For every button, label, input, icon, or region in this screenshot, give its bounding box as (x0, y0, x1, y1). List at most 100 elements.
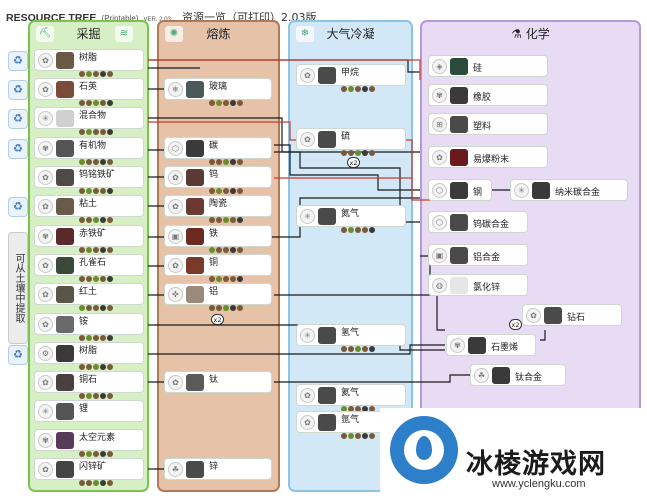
resource-card-rubber[interactable]: ✾ 橡胶 (428, 84, 548, 106)
resource-card-copper-stone[interactable]: ✿ 铜石 (34, 371, 144, 399)
resource-name: 陶瓷 (209, 199, 228, 209)
gear-icon: ⚙ (38, 346, 53, 361)
resource-card-malachite[interactable]: ✿ 孔雀石 (34, 254, 144, 282)
column-header-chemistry: ⚗ 化学 (422, 22, 639, 46)
resource-card-titanium[interactable]: ✿ 钛 (164, 371, 272, 393)
resource-properties (209, 208, 244, 223)
resource-card-wolframite[interactable]: ✿ 钨铭铁矿 (34, 166, 144, 194)
recycle-icon[interactable]: ♻ (8, 51, 28, 71)
resource-card-diamond[interactable]: ✿ 钻石 (522, 304, 622, 326)
resource-card-space-element[interactable]: ✾ 太空元素 (34, 429, 144, 457)
resource-properties (79, 150, 114, 165)
ammonium-icon: ✿ (38, 317, 53, 332)
resource-card-zinc[interactable]: ☘ 锌 (164, 458, 272, 480)
resource-card-graphene[interactable]: ✾ 石墨烯 (446, 334, 536, 356)
resource-name: 树脂 (79, 346, 98, 356)
column-title-atmospheric: 大气冷凝 (326, 27, 375, 41)
clay-icon: ✿ (38, 199, 53, 214)
resource-name: 钨铭铁矿 (79, 170, 116, 180)
resource-image (544, 307, 562, 324)
sulfur-icon: ✿ (300, 132, 315, 147)
resource-card-aluminum-alloy[interactable]: ▣ 铝合金 (428, 244, 528, 266)
resource-card-nitrogen[interactable]: ✳ 氮气 (296, 205, 406, 233)
resource-card-argon[interactable]: ✿ 氩气 (296, 411, 406, 439)
resource-image (56, 257, 74, 274)
resource-card-steel[interactable]: ⬡ 钢 (428, 179, 492, 201)
resource-properties (341, 424, 376, 439)
resource-properties (79, 384, 114, 399)
resource-image (186, 198, 204, 215)
recycle-icon[interactable]: ♻ (8, 109, 28, 129)
resource-card-carbon[interactable]: ⬡ 碳 (164, 137, 272, 165)
resource-properties (209, 91, 244, 106)
resource-image (186, 286, 204, 303)
resource-properties (79, 120, 114, 135)
resource-card-helium[interactable]: ✿ 氦气 (296, 384, 406, 412)
resource-name: 石英 (79, 82, 98, 92)
resource-image (56, 198, 74, 215)
connector-aluminum-alloy (274, 255, 431, 296)
resource-card-silicon[interactable]: ◈ 硅 (428, 55, 548, 77)
quartz-icon: ✿ (38, 82, 53, 97)
resource-card-sphalerite[interactable]: ✿ 闪锌矿 (34, 458, 144, 486)
resource-card-explosive-powder[interactable]: ✿ 易爆粉末 (428, 146, 548, 168)
resource-image (450, 87, 468, 104)
resource-card-iron[interactable]: ▣ 铁 (164, 225, 272, 253)
resource-card-tungsten[interactable]: ✿ 钨 (164, 166, 272, 194)
resource-name: 混合物 (79, 111, 107, 121)
resource-card-laterite[interactable]: ✿ 红土 (34, 283, 144, 311)
resource-card-ceramic[interactable]: ✿ 陶瓷 (164, 195, 272, 223)
resource-card-resin-2[interactable]: ⚙ 树脂 (34, 342, 144, 370)
tungsten-icon: ✿ (168, 170, 183, 185)
resource-card-plastic[interactable]: ⊞ 塑料 (428, 113, 548, 135)
resource-card-hydrogen[interactable]: ✳ 氢气 (296, 324, 406, 352)
resource-card-copper[interactable]: ✿ 铜 (164, 254, 272, 282)
resource-name: 氮气 (341, 209, 360, 219)
recycle-icon[interactable]: ♻ (8, 80, 28, 100)
column-title-chemistry-text: 化学 (525, 27, 550, 41)
resource-card-aluminum[interactable]: ✜ 铝 (164, 283, 272, 311)
resource-properties (79, 208, 114, 223)
resource-name: 氩气 (341, 415, 360, 425)
resource-name: 树脂 (79, 53, 98, 63)
resource-card-ammonium[interactable]: ✿ 铵 (34, 313, 144, 341)
resource-image (468, 337, 486, 354)
resource-properties (79, 471, 114, 486)
compound-icon: ✳ (38, 111, 53, 126)
resource-name: 硫 (341, 132, 351, 142)
resource-card-compound[interactable]: ✳ 混合物 (34, 107, 144, 135)
resource-card-resin[interactable]: ✿ 树脂 (34, 49, 144, 77)
resource-card-zinc-chloride[interactable]: ◍ 氯化锌 (428, 274, 528, 296)
resource-image (450, 149, 468, 166)
lithium-icon: ✳ (38, 404, 53, 419)
resource-card-hematite[interactable]: ✾ 赤铁矿 (34, 225, 144, 253)
resource-image (318, 67, 336, 84)
column-title-mining: 采掘 (76, 27, 101, 41)
resource-name: 钛合金 (515, 373, 543, 383)
wolframite-icon: ✿ (38, 170, 53, 185)
resource-card-clay[interactable]: ✿ 粘土 (34, 195, 144, 223)
resource-card-glass[interactable]: ❄ 玻璃 (164, 78, 272, 106)
argon-icon: ✿ (300, 415, 315, 430)
resource-card-tungsten-carbide[interactable]: ⬡ 钨碳合金 (428, 211, 528, 233)
resource-card-lithium[interactable]: ✳ 锂 (34, 400, 144, 422)
recycle-icon[interactable]: ♻ (8, 139, 28, 159)
recycle-icon[interactable]: ♻ (8, 197, 28, 217)
resource-name: 玻璃 (209, 82, 228, 92)
resource-card-sulfur[interactable]: ✿ 硫 (296, 128, 406, 156)
resource-card-quartz[interactable]: ✿ 石英 (34, 78, 144, 106)
column-header-mining: ⛏ 采掘 ≋ (30, 22, 147, 46)
resource-card-nanocarbon-alloy[interactable]: ✳ 纳米碳合金 (510, 179, 628, 201)
resource-properties (209, 296, 244, 311)
resource-card-titanium-alloy[interactable]: ☘ 钛合金 (470, 364, 566, 386)
resource-name: 钨 (209, 170, 219, 180)
resource-image (186, 169, 204, 186)
recycle-icon[interactable]: ♻ (8, 345, 28, 365)
watermark-brand: 冰棱游戏网 (466, 449, 606, 480)
connector-zinc-chloride (436, 290, 445, 331)
resource-card-methane[interactable]: ✿ 甲烷 (296, 64, 406, 92)
resource-card-organic[interactable]: ✾ 有机物 (34, 137, 144, 165)
titanium-alloy-icon: ☘ (474, 368, 489, 383)
multiplier-badge: x2 (211, 314, 224, 325)
resource-image (56, 403, 74, 420)
